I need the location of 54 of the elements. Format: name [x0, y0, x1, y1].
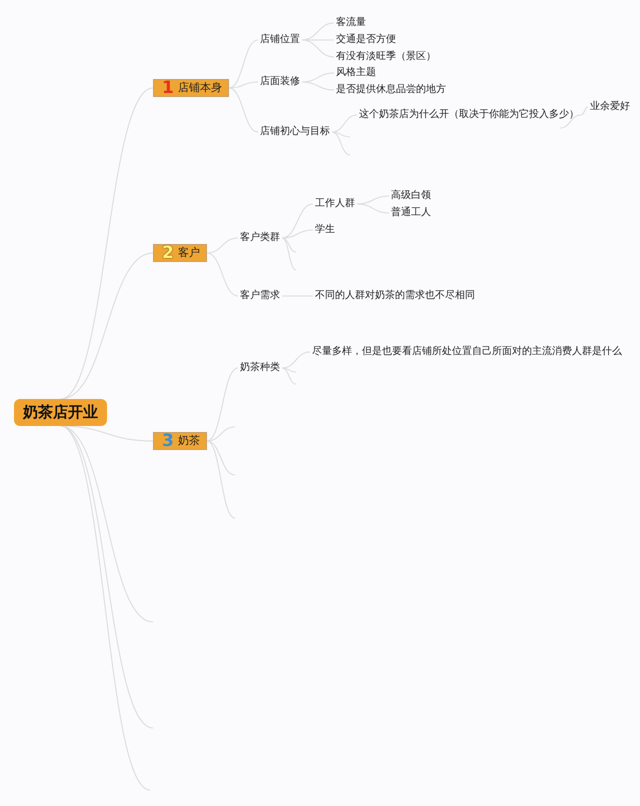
topic-label: 奶茶: [178, 433, 200, 449]
branch-line: [206, 426, 236, 442]
topic-text: 客户类群: [238, 230, 282, 246]
branch-line: [60, 88, 154, 400]
topic-number: 3: [162, 432, 174, 450]
topic-text: 高级白领: [389, 188, 433, 204]
branch-line: [282, 204, 314, 238]
topic-text: 店铺位置: [258, 32, 302, 48]
topic-text: 这个奶茶店为什么开（取决于你能为它投入多少）: [357, 107, 581, 123]
topic-text: 店面装修: [258, 74, 302, 90]
branch-line: [206, 238, 238, 254]
topic-text: 风格主题: [334, 65, 378, 81]
branch-line: [282, 352, 310, 368]
topic-text: 学生: [313, 222, 337, 238]
topic-box: [153, 79, 229, 97]
branch-line: [282, 368, 296, 372]
branch-line: [332, 132, 350, 138]
topic-text: 交通是否方便: [334, 32, 398, 48]
topic-text: 客户需求: [238, 288, 282, 304]
branch-line: [228, 40, 258, 88]
topic-text: 尽量多样，但是也要看店铺所处位置自己所面对的主流消费人群是什么: [310, 344, 624, 360]
branch-line: [302, 82, 334, 90]
branch-line: [60, 426, 150, 790]
branch-line: [302, 40, 334, 58]
topic-number: 2: [162, 244, 174, 262]
topic-text: 客流量: [334, 15, 368, 31]
branch-line: [332, 132, 350, 156]
topic-label: 客户: [178, 245, 200, 261]
topic-text: 业余爱好: [588, 99, 632, 115]
topic-text: 普通工人: [389, 205, 433, 221]
branch-line: [332, 114, 358, 132]
topic-text: 不同的人群对奶茶的需求也不尽相同: [313, 288, 477, 304]
topic-box: [153, 432, 207, 450]
topic-text: 店铺初心与目标: [258, 124, 332, 140]
branch-line: [228, 88, 258, 132]
branch-line: [282, 238, 296, 252]
branch-line: [282, 368, 296, 384]
branch-line: [282, 230, 314, 238]
branch-line: [206, 440, 236, 476]
branch-line: [206, 368, 238, 442]
topic-text: 奶茶种类: [238, 360, 282, 376]
branch-line: [282, 238, 296, 270]
branch-line: [206, 440, 236, 518]
branch-line: [356, 204, 390, 214]
topic-text: 有没有淡旺季（景区）: [334, 49, 438, 65]
topic-number: 1: [162, 79, 174, 97]
topic-box: [153, 244, 207, 262]
topic-text: 工作人群: [313, 196, 357, 212]
branch-line: [580, 106, 588, 116]
topic-label: 店铺本身: [178, 80, 222, 96]
branch-line: [206, 252, 238, 296]
branch-line: [560, 114, 582, 128]
topic-text: 是否提供休息品尝的地方: [334, 82, 448, 98]
root-topic-box: 奶茶店开业: [14, 399, 107, 426]
